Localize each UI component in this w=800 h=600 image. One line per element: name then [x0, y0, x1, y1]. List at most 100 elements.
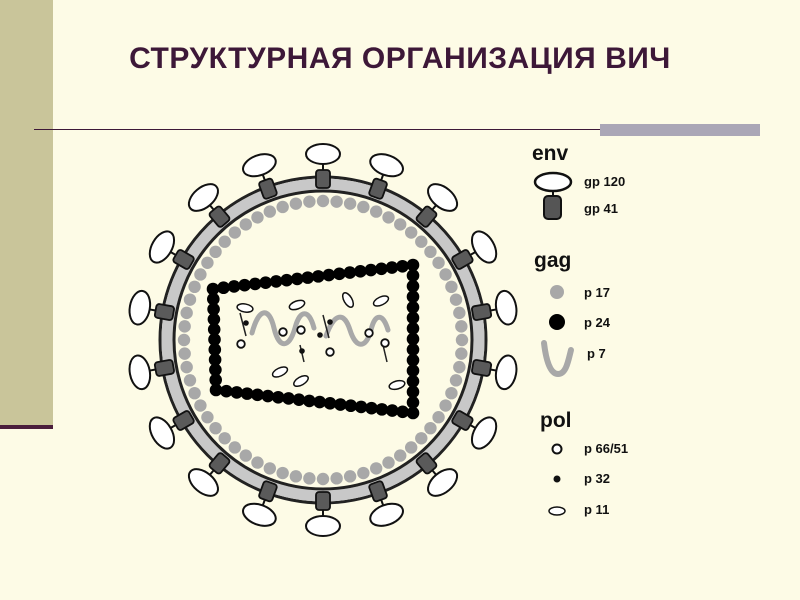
p24-bead — [251, 388, 264, 402]
p6651-enzyme — [236, 339, 246, 349]
p6651-icon — [551, 443, 563, 455]
gp120-cap — [427, 183, 459, 212]
p17-dot — [445, 386, 458, 400]
gp120-cap — [494, 354, 518, 391]
p24-bead — [313, 395, 326, 409]
legend-p11-label: p 11 — [584, 502, 609, 517]
p17-icon — [550, 285, 564, 299]
env-spike — [415, 452, 459, 497]
p24-bead — [282, 392, 295, 405]
gp120-cap — [305, 515, 341, 537]
p17-dot — [263, 205, 277, 218]
p17-dot — [424, 245, 437, 259]
p24-bead — [269, 275, 283, 288]
p17-dot — [209, 421, 222, 435]
p17-dot — [180, 306, 193, 320]
p24-bead — [209, 383, 223, 397]
p17-dot — [178, 320, 191, 333]
env-spike — [451, 230, 498, 270]
gp41-stalk — [315, 491, 331, 511]
p17-dot — [445, 280, 458, 294]
legend-gp41-label: gp 41 — [584, 201, 618, 216]
gp120-cap — [242, 153, 277, 178]
p17-dot — [394, 449, 407, 462]
p6651-enzyme — [296, 325, 306, 335]
p32-enzyme — [327, 319, 333, 325]
p17-dot — [424, 421, 437, 435]
legend: env gp 120 gp 41 gag p 17 p 24 p 7 pol p… — [532, 142, 628, 517]
p24-bead — [406, 279, 420, 293]
p17-dot — [228, 226, 242, 239]
p24-bead — [406, 258, 420, 272]
p24-bead — [406, 406, 420, 420]
env-spike — [242, 480, 278, 527]
p24-bead — [240, 387, 254, 400]
p11-enzyme — [388, 379, 406, 391]
p24-bead — [261, 389, 275, 403]
p17-dot — [183, 374, 197, 387]
p24-bead — [301, 271, 315, 284]
capsid-contents — [236, 292, 406, 391]
p24-bead — [303, 394, 316, 408]
p17-dot — [432, 256, 445, 269]
gp120-cap — [369, 502, 404, 527]
p11-enzyme — [293, 374, 309, 388]
p11-enzyme — [341, 292, 355, 308]
p17-dot — [343, 470, 357, 483]
p24-bead — [406, 374, 420, 388]
gp120-cap — [494, 289, 518, 326]
p24-bead — [406, 332, 420, 346]
env-spike — [415, 183, 459, 228]
legend-p7-label: p 7 — [587, 346, 606, 361]
p24-bead — [292, 393, 306, 406]
p32-enzyme — [317, 332, 323, 338]
p24-bead — [375, 403, 389, 416]
env-spike — [305, 143, 341, 189]
p24-bead — [280, 273, 293, 287]
p17-dot — [369, 205, 383, 218]
p17-dot — [188, 386, 201, 400]
p24-bead — [406, 385, 420, 399]
p7-icon — [541, 340, 574, 378]
p17-dot — [183, 293, 197, 306]
p17-dot — [357, 200, 370, 214]
gp41-stalk — [471, 359, 493, 377]
p24-bead — [365, 401, 378, 415]
p24-bead — [230, 386, 244, 399]
p24-bead — [406, 353, 420, 367]
p24-bead — [364, 263, 378, 277]
legend-gp120-label: gp 120 — [584, 174, 625, 189]
p17-dot — [455, 333, 469, 347]
p17-dot — [251, 456, 264, 469]
p17-dot — [218, 235, 231, 248]
env-spike — [305, 491, 341, 537]
p17-dot — [439, 268, 452, 281]
p24-bead — [217, 281, 230, 295]
p17-dot — [239, 449, 252, 462]
env-spike — [451, 410, 498, 450]
p32-enzyme — [299, 348, 305, 354]
p24-bead — [271, 390, 285, 404]
p32-icon — [553, 475, 561, 483]
p17-dot — [415, 235, 428, 248]
legend-pol-header: pol — [540, 409, 572, 432]
p17-dot — [369, 462, 383, 475]
title-divider — [34, 129, 600, 130]
p17-dot — [289, 470, 303, 483]
p24-bead — [406, 343, 420, 356]
p17-dot — [453, 360, 466, 374]
p17-dot — [303, 472, 316, 485]
gp41-stalk — [153, 303, 175, 321]
gp120-cap — [242, 502, 277, 527]
p17-dot — [251, 211, 264, 224]
p17-dot — [178, 347, 191, 360]
env-spike — [128, 354, 175, 391]
gp120-cap — [470, 230, 498, 264]
gp120-cap — [148, 230, 176, 264]
gp120-cap — [369, 153, 404, 178]
p17-dot — [394, 218, 407, 231]
env-spike — [471, 354, 518, 391]
p17-dot — [263, 462, 277, 475]
p17-dot — [404, 441, 418, 454]
p24-bead — [406, 311, 420, 325]
